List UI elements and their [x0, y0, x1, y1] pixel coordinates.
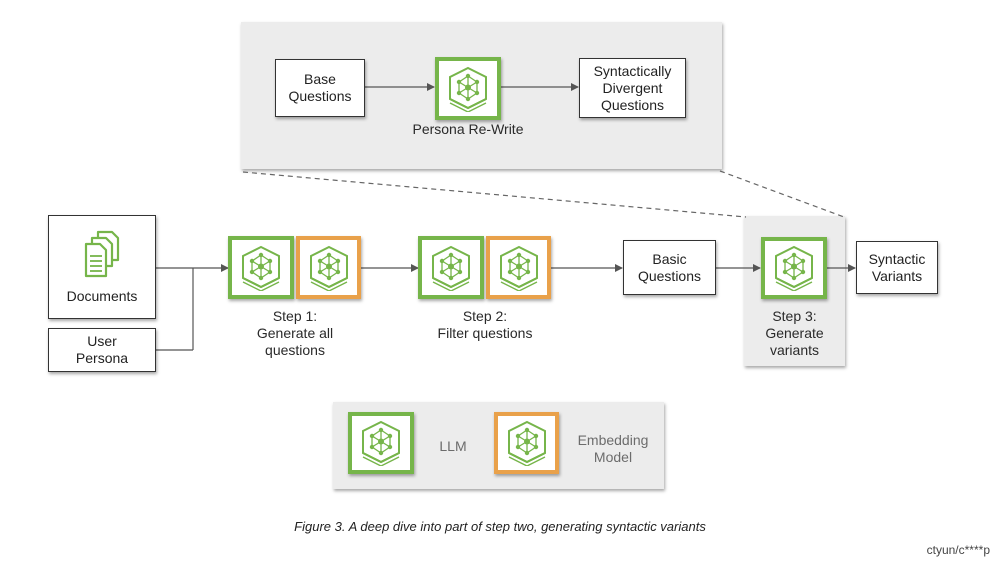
watermark: ctyun/c****p: [926, 543, 990, 557]
documents-box: Documents: [48, 215, 156, 319]
hex-network-icon: [449, 66, 487, 112]
hex-network-icon: [775, 245, 813, 291]
step3-label: Step 3: Generate variants: [765, 308, 824, 358]
hex-network-icon: [499, 245, 538, 291]
basic-questions-box: Basic Questions: [623, 240, 716, 295]
documents-label: Documents: [66, 288, 138, 304]
legend-llm-label: LLM: [439, 438, 467, 454]
legend-llm-icon: [348, 412, 414, 474]
user-persona-box: User Persona: [48, 328, 156, 372]
step2-label: Step 2: Filter questions: [437, 308, 533, 341]
persona-rewrite-label: Persona Re-Write: [412, 121, 524, 137]
step1-llm: [228, 236, 294, 299]
step1-label: Step 1: Generate all questions: [256, 308, 334, 358]
hex-network-icon: [309, 245, 348, 291]
figure-caption: Figure 3. A deep dive into part of step …: [294, 519, 706, 534]
base-questions-box: Base Questions: [275, 59, 365, 117]
step2-llm: [418, 236, 484, 299]
syntactic-variants-box: Syntactic Variants: [856, 241, 938, 294]
divergent-questions-box: Syntactically Divergent Questions: [579, 58, 686, 118]
step1-embedding: [296, 236, 361, 299]
documents-icon: [84, 230, 120, 278]
legend-embedding-label: Embedding Model: [577, 432, 649, 465]
hex-network-icon: [362, 420, 400, 466]
hex-network-icon: [432, 245, 470, 291]
zoom-line-left: [242, 171, 747, 218]
legend-embedding-icon: [494, 412, 559, 474]
step3-llm: [761, 237, 827, 299]
hex-network-icon: [242, 245, 280, 291]
persona-rewrite-llm: [435, 57, 501, 120]
hex-network-icon: [507, 420, 546, 466]
step2-embedding: [486, 236, 551, 299]
zoom-line-right: [719, 170, 845, 218]
